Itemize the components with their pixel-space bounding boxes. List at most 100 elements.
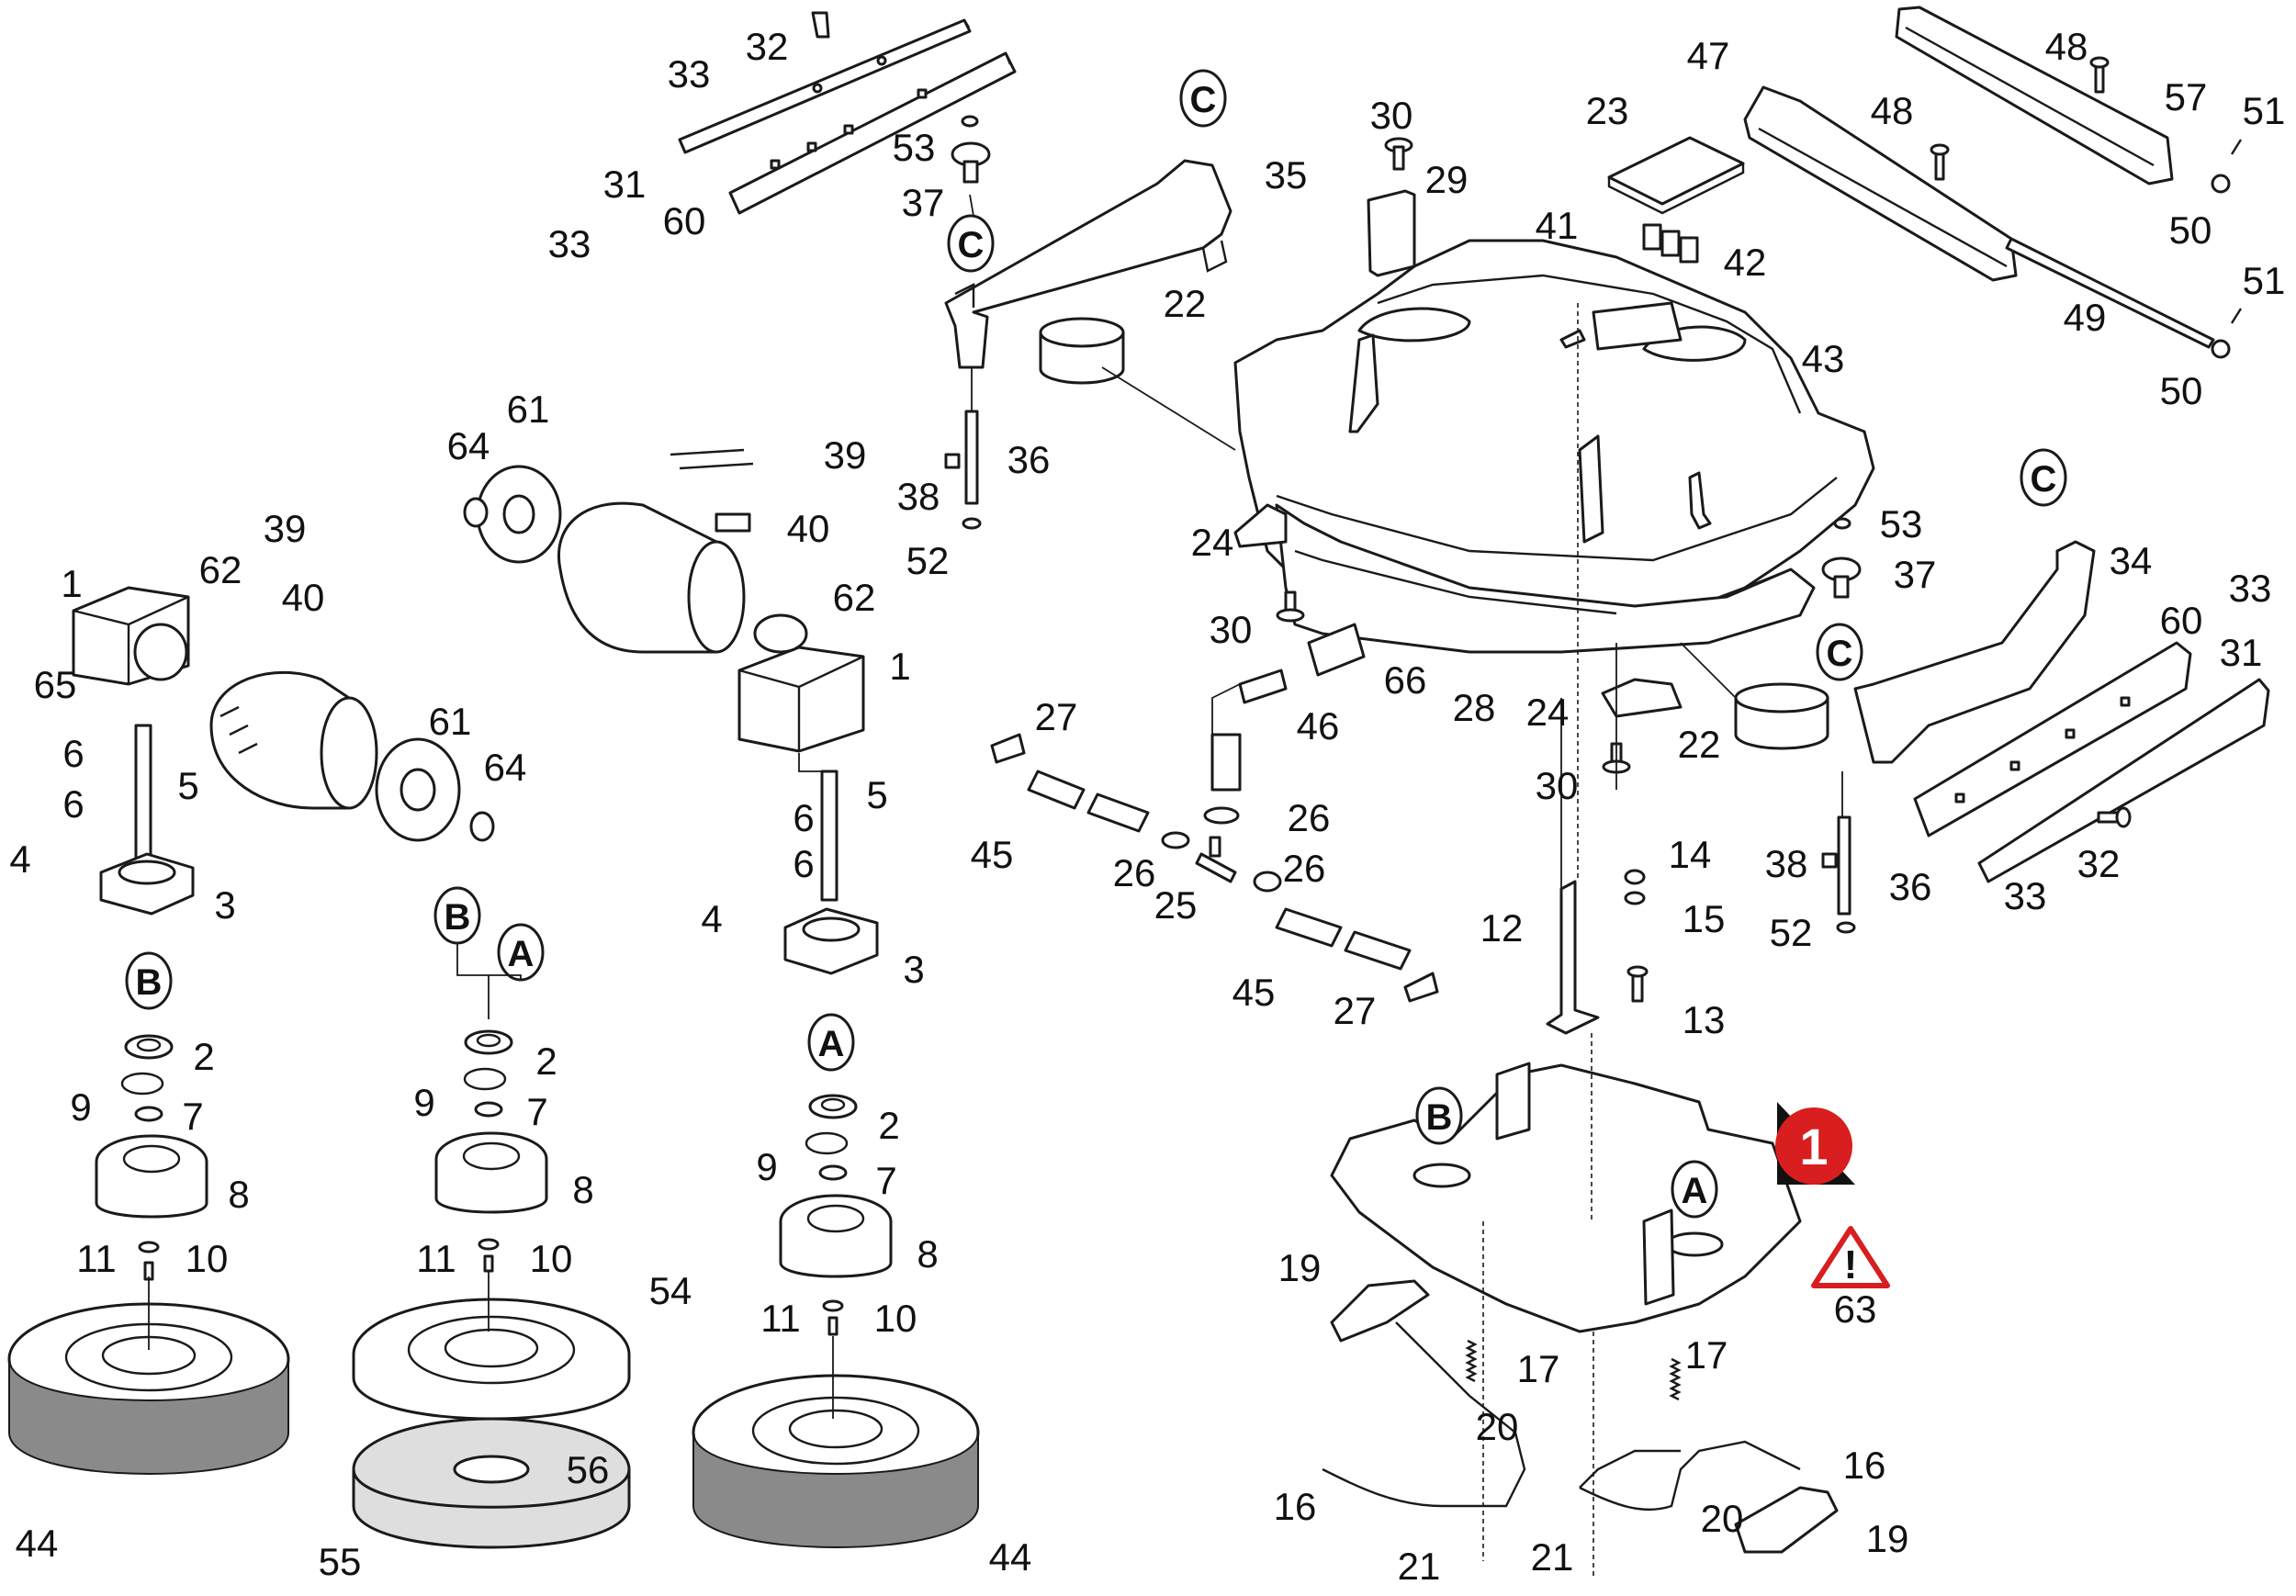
callout-38: 38 [1765,842,1808,885]
ref-bubble-A-middle: A [497,923,545,982]
callout-24: 24 [1191,521,1234,564]
t-piece-25-and-clamps-26 [1161,806,1282,893]
callout-48: 48 [2045,25,2088,68]
callout-9: 9 [70,1085,91,1129]
motor-39-top [557,448,754,654]
screw-13 [1626,965,1649,1003]
callout-46: 46 [1297,704,1340,747]
callout-32: 32 [746,25,789,68]
ref-label-A: A [1682,1171,1708,1211]
bracket-31-right [1977,678,2270,883]
handle-bracket-34 [1853,540,2096,764]
hose-set-45-top [990,733,1150,833]
callout-29: 29 [1425,158,1469,201]
pad-holder-54 [352,1298,631,1421]
connector-40-top [715,512,751,533]
weight-22-top [1039,317,1125,385]
callout-9: 9 [756,1145,777,1188]
callout-54: 54 [649,1269,692,1312]
callout-11: 11 [760,1297,801,1340]
ref-label-A: A [508,934,535,974]
callout-61: 61 [429,700,472,743]
callout-42: 42 [1724,241,1767,284]
callout-65: 65 [34,663,77,706]
ref-bubble-C-mid: C [947,214,995,273]
ring-7-middle [474,1101,503,1118]
callout-55: 55 [319,1540,362,1583]
callout-39: 39 [824,433,867,477]
callout-22: 22 [1678,723,1721,766]
washer-10-screw-11-middle [478,1238,500,1273]
callout-4: 4 [9,837,30,881]
callout-25: 25 [1154,883,1198,927]
screw-32-right [2097,806,2132,828]
callout-64: 64 [447,424,490,467]
callout-9: 9 [413,1081,434,1124]
callout-1: 1 [61,562,82,605]
assembly-lines [148,194,1843,1579]
driver-8-middle [434,1131,548,1214]
callout-53: 53 [1880,502,1923,545]
callout-12: 12 [1480,906,1524,950]
callout-48: 48 [1871,89,1914,132]
callout-17: 17 [1685,1333,1728,1377]
ref-label-C: C [1190,80,1217,120]
screws-48 [1930,56,2110,181]
pin-36-top [944,410,982,530]
pin-36-right [1821,815,1856,934]
callout-11: 11 [76,1237,117,1280]
callout-8: 8 [228,1173,249,1216]
callout-44: 44 [989,1535,1032,1579]
bolt-30-a [1276,590,1305,623]
callout-66: 66 [1384,658,1427,702]
brush-44-left [7,1302,290,1475]
callout-3: 3 [214,883,235,927]
ref-label-B: B [136,962,163,1003]
hose-46-and-filter-66 [1210,623,1366,792]
callout-6: 6 [62,782,84,826]
callout-52: 52 [1770,911,1813,954]
callout-7: 7 [875,1159,896,1202]
callout-28: 28 [1453,686,1496,729]
callout-43: 43 [1802,337,1845,380]
driver-8-left [95,1134,208,1219]
callout-35: 35 [1265,153,1308,197]
bolt-30-top [1384,137,1413,171]
callout-4: 4 [701,897,722,940]
callout-20: 20 [1701,1497,1744,1540]
bracket-12 [1546,880,1600,1035]
driver-8-center [779,1194,893,1278]
callout-36: 36 [1007,438,1051,481]
knob-37-right [1821,517,1862,599]
page-badge-number: 1 [1799,1118,1828,1175]
callout-5: 5 [866,773,887,816]
callout-64: 64 [484,746,527,789]
callout-41: 41 [1536,204,1579,247]
flange-3-left [99,852,195,916]
hose-set-45-bottom [1275,907,1439,1003]
ref-bubble-C-right-bottom: C [1816,623,1863,681]
washer-10-screw-11-left [138,1241,160,1281]
foot-24-left [1233,503,1288,548]
washer-10-screw-11-center [822,1299,844,1336]
bearing-2-left [124,1034,174,1060]
ring-9-middle [463,1067,507,1091]
fan-61-left [375,737,461,842]
callout-26: 26 [1288,796,1331,839]
bearing-2-center [808,1094,858,1119]
chassis-frame-28 [1275,503,1816,654]
base-plate-63 [1330,1062,1802,1333]
springs-17 [1465,1339,1682,1401]
callout-57: 57 [2165,75,2208,118]
callout-20: 20 [1476,1405,1519,1448]
washer-64-left [469,811,495,842]
callout-51: 51 [2243,89,2286,132]
connectors-41-42 [1642,223,1699,264]
callout-50: 50 [2160,369,2203,412]
callout-21: 21 [1398,1545,1441,1588]
callout-37: 37 [1894,553,1937,596]
ring-7-left [134,1106,163,1122]
callout-56: 56 [567,1448,610,1491]
callout-7: 7 [182,1095,203,1138]
